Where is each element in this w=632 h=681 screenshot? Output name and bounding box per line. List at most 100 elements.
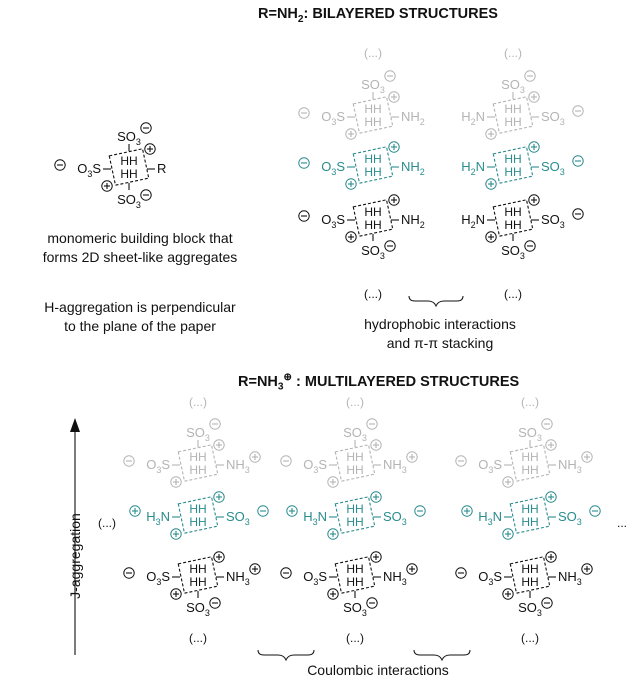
multilayer-0-front-right-label: NH3 (226, 569, 250, 587)
bilayer-0-front-hh-bottom: HH (364, 218, 381, 232)
multilayer-0-mid-hh-bottom: HH (189, 515, 206, 529)
multilayer-2-front-right-label: NH3 (558, 569, 582, 587)
bilayer-1-front-hh-bottom: HH (504, 218, 521, 232)
bilayer-1-back-hh-top: HH (504, 102, 521, 116)
bilayer-0-mid-right-label: NH2 (401, 159, 425, 177)
multilayer-0-back-frame (177, 444, 219, 482)
monomer-bottom-so3: SO3 (117, 192, 141, 210)
bilayer-0-mid-hh-top: HH (364, 152, 381, 166)
multilayer-ellipsis-right: ... (617, 516, 627, 530)
bilayer-1-back-right-label: SO3 (541, 109, 565, 127)
multilayer-2-ellipsis-top: (...) (521, 395, 539, 409)
bilayer-0-back-left-label: O3S (321, 109, 345, 127)
bilayer-0-front-frame (352, 199, 394, 237)
multilayer-0-back-left-label: O3S (146, 457, 170, 475)
monomer-frame (108, 148, 150, 186)
multilayer-brace-1 (257, 649, 315, 662)
bilayer-brace (408, 295, 464, 308)
multilayer-1-mid-hh-top: HH (346, 502, 363, 516)
multilayer-2-back-right-label: NH3 (558, 457, 582, 475)
bilayer-1-mid-hh-top: HH (504, 152, 521, 166)
multilayer-0-ellipsis-bottom: (...) (189, 631, 207, 645)
monomer-right-label: R (157, 161, 166, 176)
bilayer-0-back-right-label: NH2 (401, 109, 425, 127)
multilayer-2-front-hh-bottom: HH (521, 575, 538, 589)
multilayer-2-mid-left-label: H3N (478, 509, 502, 527)
multilayer-heading: R=NH3⊕ : MULTILAYERED STRUCTURES (238, 372, 520, 393)
bilayer-0-back-hh-top: HH (364, 102, 381, 116)
multilayer-1-front-left-label: O3S (303, 569, 327, 587)
multilayer-2-back-hh-top: HH (521, 450, 538, 464)
multilayer-0-mid-right-label: SO3 (226, 509, 250, 527)
monomer-top-so3: SO3 (117, 129, 141, 147)
h-aggregation-caption-line1: H-aggregation is perpendicular (44, 299, 236, 315)
bilayer-0-back-hh-bottom: HH (364, 115, 381, 129)
bilayer-1-front-left-label: H2N (461, 212, 485, 230)
monomer-hh-bottom: HH (120, 167, 137, 181)
bilayer-1-front-frame (492, 199, 534, 237)
multilayer-2-back-top-so3: SO3 (518, 425, 542, 443)
multilayer-1-mid-right-label: SO3 (383, 509, 407, 527)
multilayer-1-back-right-label: NH3 (383, 457, 407, 475)
hydrophobic-caption-line1: hydrophobic interactions (364, 316, 516, 332)
multilayer-ellipsis-left: (...) (98, 516, 116, 530)
bilayer-0-ellipsis-bottom: (...) (364, 287, 382, 301)
multilayer-2-mid-frame (509, 496, 551, 534)
multilayer-2-back-left-label: O3S (478, 457, 502, 475)
bilayer-0-ellipsis-top: (...) (364, 46, 382, 60)
multilayer-0-mid-frame (177, 496, 219, 534)
hydrophobic-caption-line2: and π-π stacking (386, 335, 494, 351)
bilayer-0-back-top-so3: SO3 (361, 77, 385, 95)
bilayer-0-mid-hh-bottom: HH (364, 165, 381, 179)
multilayer-1-mid-left-label: H3N (303, 509, 327, 527)
bilayer-1-mid-hh-bottom: HH (504, 165, 521, 179)
multilayer-1-ellipsis-bottom: (...) (346, 631, 364, 645)
multilayer-1-front-frame (334, 556, 376, 594)
multilayer-1-back-top-so3: SO3 (343, 425, 367, 443)
multilayer-1-front-right-label: NH3 (383, 569, 407, 587)
bilayer-1-ellipsis-bottom: (...) (504, 287, 522, 301)
coulombic-caption: Coulombic interactions (307, 662, 449, 678)
bilayer-1-back-left-label: H2N (461, 109, 485, 127)
multilayer-1-back-hh-bottom: HH (346, 463, 363, 477)
multilayer-2-mid-right-label: SO3 (558, 509, 582, 527)
multilayer-0-back-top-so3: SO3 (186, 425, 210, 443)
multilayer-1-back-hh-top: HH (346, 450, 363, 464)
multilayer-2-mid-hh-top: HH (521, 502, 538, 516)
multilayer-2-front-bottom-so3: SO3 (518, 600, 542, 618)
multilayer-1-front-bottom-so3: SO3 (343, 600, 367, 618)
multilayer-2-front-hh-top: HH (521, 562, 538, 576)
bilayer-0-front-left-label: O3S (321, 212, 345, 230)
bilayer-1-mid-left-label: H2N (461, 159, 485, 177)
multilayer-0-ellipsis-top: (...) (189, 395, 207, 409)
bilayer-1-back-hh-bottom: HH (504, 115, 521, 129)
multilayer-1-front-hh-bottom: HH (346, 575, 363, 589)
bilayer-1-ellipsis-top: (...) (504, 46, 522, 60)
monomer-left-label: O3S (77, 161, 101, 179)
bilayer-1-front-bottom-so3: SO3 (501, 243, 525, 261)
multilayer-2-back-frame (509, 444, 551, 482)
multilayer-2-front-left-label: O3S (478, 569, 502, 587)
multilayer-0-front-frame (177, 556, 219, 594)
multilayer-0-back-hh-top: HH (189, 450, 206, 464)
j-aggregation-arrow-head (70, 418, 80, 432)
monomer-hh-top: HH (120, 154, 137, 168)
bilayer-1-front-hh-top: HH (504, 205, 521, 219)
multilayer-2-front-frame (509, 556, 551, 594)
bilayer-0-mid-frame (352, 146, 394, 184)
multilayer-1-back-frame (334, 444, 376, 482)
multilayer-brace-2 (413, 649, 471, 662)
multilayer-0-back-hh-bottom: HH (189, 463, 206, 477)
bilayer-1-back-frame (492, 96, 534, 134)
j-aggregation-label: J-aggregation (67, 513, 83, 599)
bilayer-heading: R=NH2: BILAYERED STRUCTURES (258, 6, 498, 25)
multilayer-0-front-hh-top: HH (189, 562, 206, 576)
bilayer-0-mid-left-label: O3S (321, 159, 345, 177)
multilayer-0-front-left-label: O3S (146, 569, 170, 587)
bilayer-1-mid-frame (492, 146, 534, 184)
h-aggregation-caption-line2: to the plane of the paper (64, 318, 216, 334)
bilayer-0-front-hh-top: HH (364, 205, 381, 219)
multilayer-1-mid-frame (334, 496, 376, 534)
